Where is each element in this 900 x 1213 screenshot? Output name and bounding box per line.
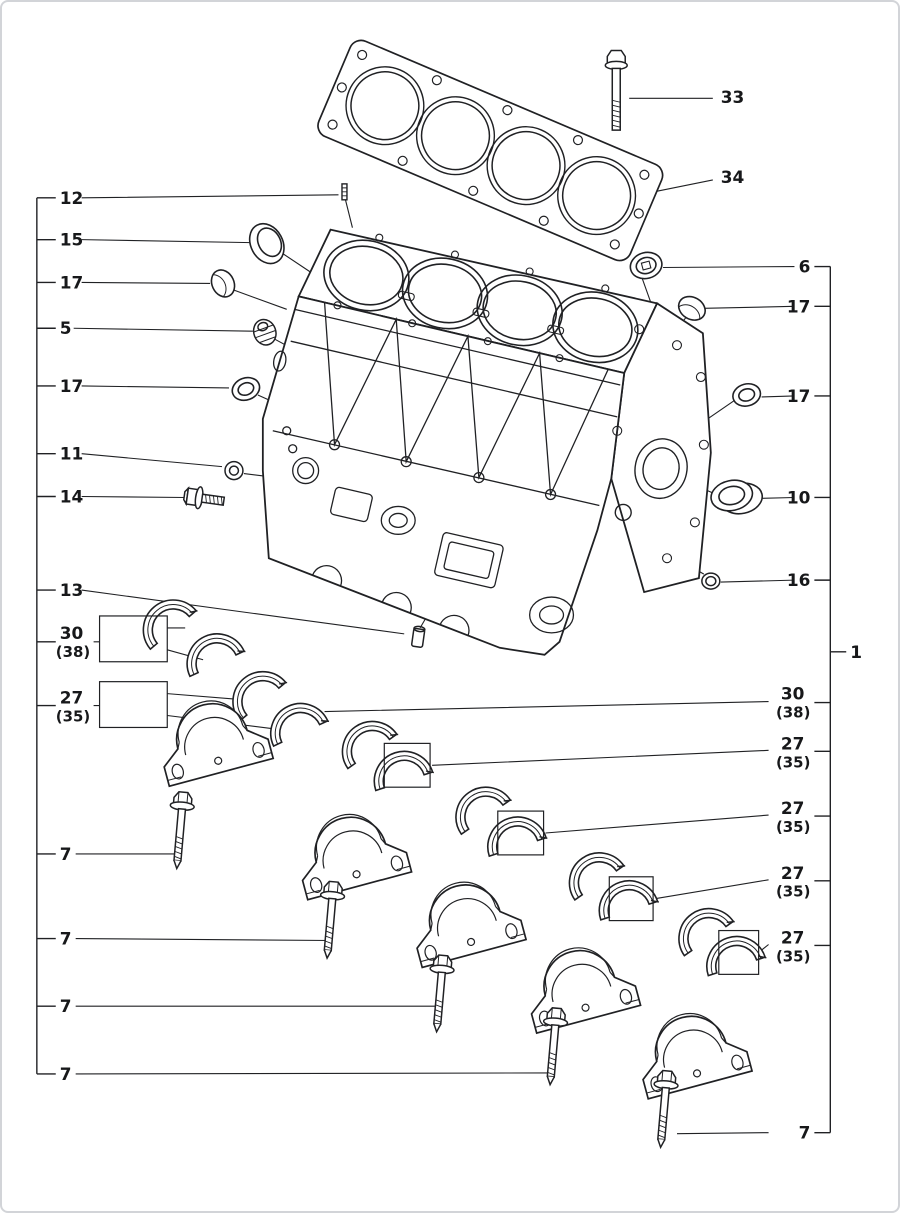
callout-right-27b: 27 (781, 798, 805, 818)
bearing-cap-1 (149, 687, 275, 788)
callout-left-13: 13 (60, 580, 84, 600)
callout-right-33: 33 (721, 87, 745, 107)
callout-right-27c: 27 (781, 863, 805, 883)
callout-left-27: 27 (60, 688, 84, 708)
left-callout-bracket (36, 197, 56, 1075)
callout-left-30-sub: (38) (56, 643, 90, 661)
stud-12 (341, 183, 348, 201)
bearing-cap-2 (288, 800, 413, 901)
bearing-shell-cap4-b (590, 871, 660, 922)
bearing-bushing-10 (710, 479, 764, 515)
bearing-shell-27-lower (260, 692, 330, 748)
callout-right-27a-sub: (35) (776, 753, 810, 771)
left-leader-lines (73, 194, 553, 1075)
callout-left-7d: 7 (60, 1064, 72, 1084)
callout-right-27d: 27 (781, 927, 805, 947)
callout-right-6: 6 (799, 256, 811, 276)
flange-bolt-14 (182, 486, 226, 510)
callout-labels: 12 15 17 5 17 11 14 13 30 (38) 27 (35) 7… (56, 87, 862, 1142)
callout-right-30: 30 (781, 684, 805, 704)
callout-right-27c-sub: (35) (776, 883, 810, 901)
callout-left-17a: 17 (60, 272, 84, 292)
callout-left-7b: 7 (60, 928, 72, 948)
cup-plug-15 (248, 222, 285, 265)
callout-left-7a: 7 (60, 844, 72, 864)
callout-left-14: 14 (60, 486, 84, 506)
callout-right-30-sub: (38) (776, 704, 810, 722)
callout-left-15: 15 (60, 230, 84, 250)
bearing-cap-3 (402, 868, 527, 969)
plug-6 (629, 251, 663, 280)
callout-right-17b: 17 (787, 386, 811, 406)
seal-17-right (729, 379, 764, 410)
callout-left-27-sub: (35) (56, 707, 90, 725)
callout-right-34: 34 (721, 167, 745, 187)
callout-right-27a: 27 (781, 733, 805, 753)
callout-right-17a: 17 (787, 296, 811, 316)
cap-bolt-1 (164, 790, 197, 871)
head-gasket (317, 39, 664, 262)
callout-right-27b-sub: (35) (776, 818, 810, 836)
callout-right-10: 10 (787, 487, 811, 507)
callout-boxes (98, 615, 760, 975)
right-callout-bracket (814, 265, 847, 1134)
right-leader-lines (324, 97, 795, 1135)
head-bolt-33 (604, 49, 628, 131)
callout-left-17b: 17 (60, 376, 84, 396)
bearing-shell-cap5-b (698, 927, 768, 978)
plug-17-upper-left (206, 265, 240, 302)
callout-right-7: 7 (799, 1123, 811, 1143)
callout-right-1: 1 (850, 642, 862, 662)
seal-17-left (228, 373, 264, 405)
callout-left-11: 11 (60, 444, 84, 464)
bearing-shell-30-upper (130, 586, 199, 651)
bearing-shell-30-lower (176, 622, 247, 679)
washer-11 (224, 460, 244, 481)
dowel-13 (410, 625, 426, 648)
cylinder-block (261, 228, 712, 656)
plug-16 (701, 572, 721, 590)
callout-left-30: 30 (60, 623, 84, 643)
screw-plug-5 (252, 318, 277, 346)
bearing-cap-4 (517, 934, 642, 1034)
bearing-shell-cap3-b (479, 808, 549, 858)
callout-left-7c: 7 (60, 996, 72, 1016)
callout-left-5: 5 (60, 318, 72, 338)
bearing-shell-cap2-b (365, 742, 435, 793)
callout-right-16: 16 (787, 570, 811, 590)
callout-left-12: 12 (60, 188, 84, 208)
bearing-cap-5 (628, 999, 753, 1100)
callout-right-27d-sub: (35) (776, 947, 810, 965)
